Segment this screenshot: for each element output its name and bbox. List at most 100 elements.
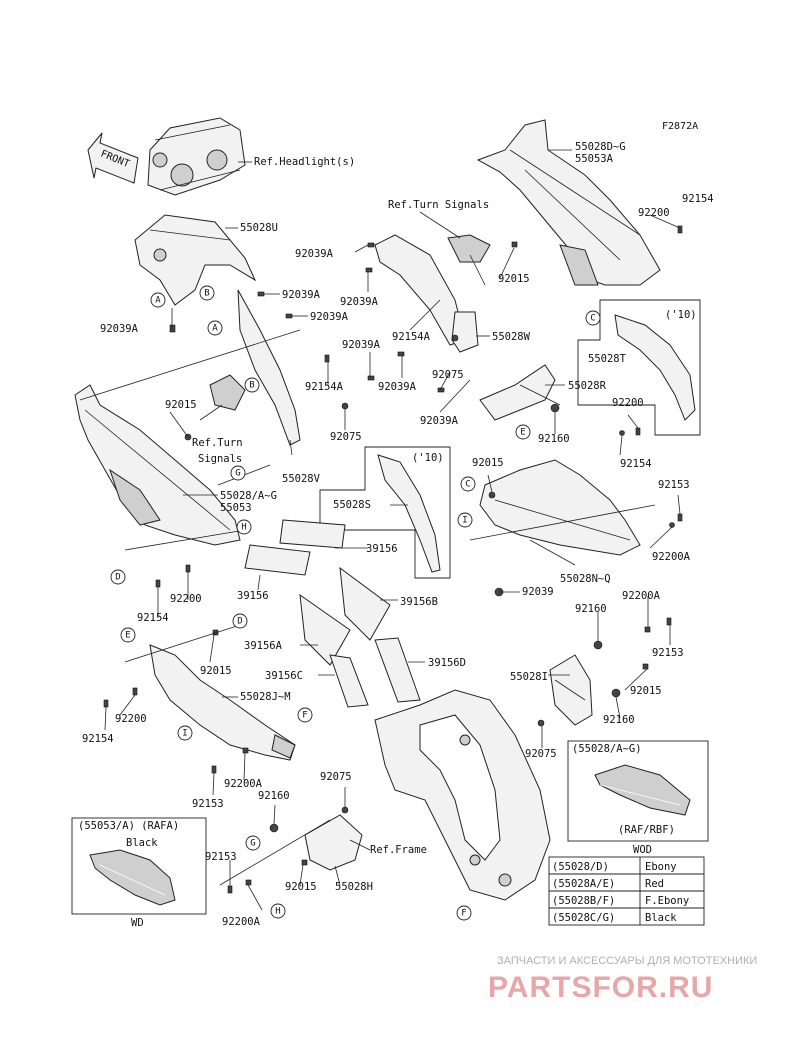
- tape-pads: [244, 519, 421, 708]
- callout-circle: H: [236, 519, 252, 535]
- part-label: Ref.Frame: [370, 844, 427, 856]
- inset-wod: [567, 740, 709, 842]
- callout-circle: F: [297, 707, 313, 723]
- front-arrow-icon: FRONT: [87, 132, 139, 184]
- lower-panel-55028I: [549, 654, 593, 726]
- color-table-color: Ebony: [645, 861, 677, 873]
- part-label: 92154A: [305, 381, 344, 393]
- turn-signal-right: [447, 234, 491, 286]
- part-label: 92153: [205, 851, 237, 863]
- duct-55028W: [451, 311, 479, 353]
- part-label: Signals: [198, 453, 242, 465]
- part-label: Black: [126, 837, 158, 849]
- callout-letter: A: [155, 296, 161, 306]
- part-label: 92015: [165, 399, 197, 411]
- part-label: 92075: [525, 748, 557, 760]
- callout-circle: H: [270, 903, 286, 919]
- part-label: 92039A: [295, 248, 334, 260]
- part-label: 92075: [432, 369, 464, 381]
- callout-letter: E: [520, 428, 525, 438]
- group-outlines: [79, 329, 656, 886]
- color-table-code: (55028B/F): [552, 895, 615, 907]
- part-label: Ref.Turn: [192, 437, 243, 449]
- callout-circle: C: [585, 310, 601, 326]
- part-label: 55028J~M: [240, 691, 291, 703]
- side-fairing-right: [479, 459, 641, 556]
- part-label: 39156D: [428, 657, 466, 669]
- callout-circle: B: [244, 377, 260, 393]
- part-label: WD: [131, 917, 144, 929]
- part-label: 55028U: [240, 222, 278, 234]
- part-label: 92160: [575, 603, 607, 615]
- callout-circle: I: [177, 725, 193, 741]
- part-label: 92153: [658, 479, 690, 491]
- callout-circle: G: [230, 465, 246, 481]
- lower-fairing: [149, 644, 296, 761]
- part-label: 55053A: [575, 153, 614, 165]
- color-table-color: Red: [645, 878, 664, 890]
- part-label: 55028R: [568, 380, 607, 392]
- part-label: 92039A: [420, 415, 459, 427]
- part-label: 92039A: [378, 381, 417, 393]
- part-label: 92200: [612, 397, 644, 409]
- callout-circle: E: [515, 424, 531, 440]
- callout-letter: F: [302, 711, 307, 721]
- part-label: 55028V: [282, 473, 321, 485]
- part-label: 92154A: [392, 331, 431, 343]
- part-label: 55028I: [510, 671, 548, 683]
- callout-circle: F: [456, 905, 472, 921]
- part-label: 92075: [320, 771, 352, 783]
- part-label: 39156C: [265, 670, 303, 682]
- callout-letter: G: [235, 469, 240, 479]
- callout-letter: E: [125, 631, 130, 641]
- part-label: 92015: [200, 665, 232, 677]
- part-label: 39156: [366, 543, 398, 555]
- part-label: 55028S: [333, 499, 371, 511]
- part-label: 92039A: [282, 289, 321, 301]
- part-label: 92154: [620, 458, 652, 470]
- part-label: 39156A: [244, 640, 283, 652]
- part-label: 92200A: [652, 551, 691, 563]
- leader-lines: [104, 149, 681, 911]
- callout-circle: D: [232, 613, 248, 629]
- callout-letter: B: [249, 381, 254, 391]
- part-label: 92039A: [342, 339, 381, 351]
- part-label: WOD: [633, 844, 652, 856]
- part-label: ('10): [665, 309, 697, 321]
- callout-circle: E: [120, 627, 136, 643]
- part-label: 92039A: [100, 323, 139, 335]
- callout-letter: B: [204, 289, 209, 299]
- part-label: 92015: [285, 881, 317, 893]
- headlight-assembly: [147, 117, 246, 196]
- frame: [374, 689, 551, 901]
- part-label: 92200: [170, 593, 202, 605]
- part-label: 92154: [682, 193, 714, 205]
- color-table-color: Black: [645, 912, 677, 924]
- callout-letter: C: [465, 480, 470, 490]
- part-label: 92200A: [622, 590, 661, 602]
- inner-side-panel-left: [374, 234, 466, 346]
- variant-box-55028T: [577, 299, 701, 436]
- inner-side-panel-55028V: [237, 289, 301, 446]
- color-table-code: (55028C/G): [552, 912, 615, 924]
- part-label: 55028/A~G: [220, 490, 277, 502]
- callout-circle: D: [110, 569, 126, 585]
- part-labels: Ref.Headlight(s)55028U92039A92039A92039A…: [78, 141, 714, 929]
- callout-letter: G: [250, 839, 255, 849]
- part-label: 92015: [472, 457, 504, 469]
- side-fairing-left: [74, 384, 241, 546]
- part-label: 55028T: [588, 353, 627, 365]
- part-label: 92153: [192, 798, 224, 810]
- part-label: (55028/A~G): [572, 743, 642, 755]
- color-table-code: (55028A/E): [552, 878, 615, 890]
- part-label: 92200: [638, 207, 670, 219]
- part-label: 92200A: [222, 916, 261, 928]
- inner-upper-cover: [134, 214, 257, 306]
- callout-letter: H: [275, 907, 280, 917]
- part-label: 92160: [258, 790, 290, 802]
- callout-circle: G: [245, 835, 261, 851]
- callout-circle: B: [199, 285, 215, 301]
- variant-box-55028S: [319, 446, 451, 579]
- part-label: 92200A: [224, 778, 263, 790]
